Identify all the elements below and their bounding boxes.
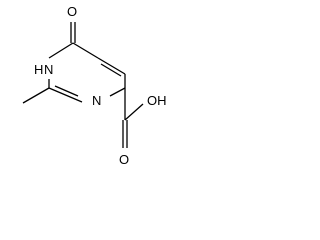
atom-label-ring-nh-n: N	[44, 62, 53, 77]
bond-c4-n3-lower	[109, 87, 126, 97]
bond-n1-c6	[48, 42, 74, 59]
bond-c5-c4-double-inner	[100, 63, 122, 77]
atom-label-ring-nh-h: H	[34, 62, 43, 77]
bond-n3-c2-double	[54, 85, 79, 97]
atom-label-ring-nitrogen: N	[92, 93, 101, 108]
atom-label-acid-oh: OH	[147, 93, 167, 108]
atom-label-acid-carbonyl-oxygen: O	[119, 152, 129, 167]
bond-c5-c4-double-outer	[97, 57, 126, 75]
chemical-structure: O H N N OH O	[22, 4, 167, 167]
atom-label-carbonyl-oxygen: O	[67, 4, 77, 19]
bond-c6-c5	[72, 42, 99, 59]
bond-cooh-oh	[124, 103, 144, 121]
bond-n3-c2	[48, 87, 83, 103]
bond-c2-methyl	[22, 87, 50, 104]
